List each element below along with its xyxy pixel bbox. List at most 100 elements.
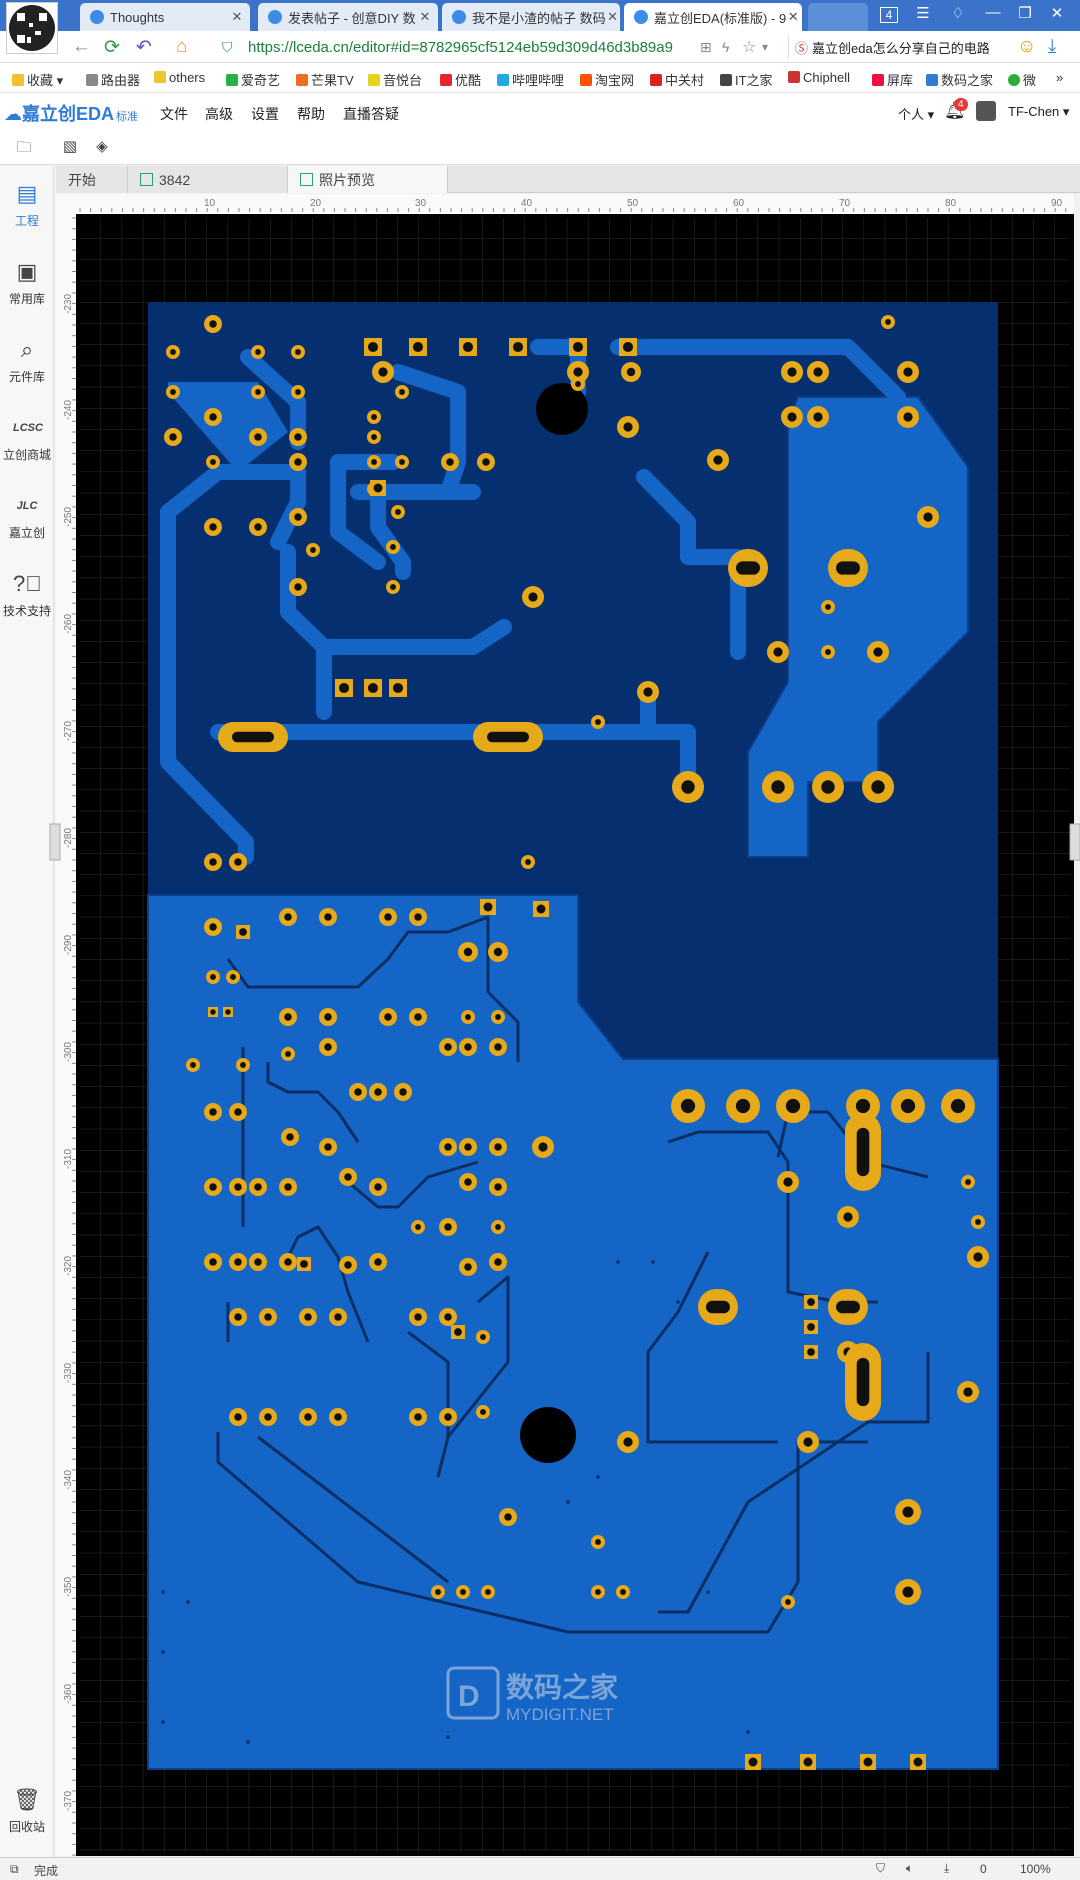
download-icon[interactable]: ⤓ — [1048, 36, 1057, 57]
tab-3842[interactable]: 3842 — [128, 166, 288, 193]
bookmark-item[interactable]: 收藏 ▾ — [12, 70, 63, 89]
image-icon[interactable]: ▧ — [62, 138, 78, 155]
layers-icon[interactable]: ◈ — [96, 138, 108, 155]
bookmark-item[interactable]: Chiphell — [788, 70, 850, 85]
bookmark-item[interactable]: 数码之家 — [926, 70, 993, 89]
folder-icon[interactable]: 🗀︎ — [16, 139, 32, 156]
pad-drill-hole — [310, 547, 316, 553]
pad-drill-hole — [528, 592, 538, 602]
bookmark-item[interactable]: 屏库 — [872, 70, 913, 89]
menu-live-qa[interactable]: 直播答疑 — [343, 106, 399, 122]
bookmark-item[interactable]: 淘宝网 — [580, 70, 634, 89]
sidebar-item-project[interactable]: ▤工程 — [14, 181, 39, 228]
pad-drill-hole — [234, 1258, 242, 1266]
sidebar-item-component-library[interactable]: ⌕元件库 — [8, 337, 45, 384]
zoom-level[interactable]: 100% — [1020, 1862, 1051, 1876]
close-icon[interactable]: ✕ — [419, 9, 431, 24]
top-ruler-label: 60 — [733, 198, 745, 209]
search-text: 嘉立创eda怎么分享自己的电路 — [812, 40, 990, 56]
menu-settings[interactable]: 设置 — [251, 106, 279, 122]
pad-drill-hole — [735, 1098, 751, 1114]
pad-drill-hole — [825, 604, 831, 610]
via — [746, 1730, 750, 1734]
menu-icon[interactable]: ☰ — [916, 5, 930, 22]
sidebar-item-support[interactable]: ?⃝技术支持 — [2, 571, 51, 618]
pad-drill-hole — [209, 1108, 217, 1116]
pcb-preview-canvas[interactable]: 10 20 30 40 50 60 70 80 90 -230 -240 -25… — [49, 194, 1080, 1856]
browser-tab-lceda[interactable]: 嘉立创EDA(标准版) - 9 ✕ — [624, 3, 802, 31]
grid-icon[interactable]: ⊞ — [700, 39, 712, 55]
menu-advanced[interactable]: 高级 — [205, 106, 233, 122]
close-icon[interactable]: ✕ — [231, 9, 243, 24]
download-status-icon[interactable]: ⤓ — [944, 1861, 950, 1875]
top-ruler-label: 40 — [521, 198, 533, 209]
bookmark-item[interactable]: 音悦台 — [368, 70, 422, 89]
sidebar-item-common-library[interactable]: ▣常用库 — [8, 259, 45, 306]
emoji-icon[interactable]: ☺ — [1017, 36, 1037, 57]
username[interactable]: TF-Chen ▾ — [1008, 104, 1070, 119]
bookmark-item[interactable]: 路由器 — [86, 70, 140, 89]
home-icon[interactable]: ⌂ — [176, 36, 188, 57]
left-panel-handle[interactable] — [49, 823, 61, 861]
pad-drill-hole — [210, 1009, 216, 1015]
bookmark-item[interactable]: 优酷 — [440, 70, 481, 89]
reload-icon[interactable]: ⟳ — [104, 37, 120, 58]
pad-drill-hole — [255, 349, 261, 355]
speaker-icon[interactable]: 🔈︎ — [906, 1861, 914, 1875]
restore-icon[interactable]: ❐ — [1018, 5, 1032, 22]
flash-icon[interactable]: ϟ — [722, 39, 730, 55]
minimize-icon[interactable]: — — [985, 4, 1001, 21]
more-bookmarks-icon[interactable]: » — [1056, 70, 1064, 85]
via — [161, 1590, 165, 1594]
undo-icon[interactable]: ↶ — [136, 37, 152, 58]
pad-slot-hole — [856, 1127, 870, 1177]
search-input[interactable]: Ⓢ 嘉立创eda怎么分享自己的电路 — [788, 35, 1013, 59]
pad-drill-hole — [863, 1757, 873, 1767]
status-text: 完成 — [34, 1864, 59, 1878]
star-icon[interactable]: ☆ — [742, 39, 757, 56]
user-menu[interactable]: 个人 ▾ — [898, 107, 935, 122]
browser-tab-user-posts[interactable]: 我不是小渣的帖子 数码 ✕ — [442, 3, 620, 31]
bookmark-item[interactable]: 芒果TV — [296, 70, 354, 89]
pad-drill-hole — [399, 389, 405, 395]
pad-drill-hole — [354, 1088, 362, 1096]
avatar[interactable] — [976, 101, 996, 121]
shirt-icon[interactable]: ♢ — [951, 5, 965, 22]
back-icon[interactable]: ← — [72, 36, 91, 57]
shield-icon[interactable]: ⛉ — [876, 1861, 886, 1875]
bookmark-item[interactable]: 哔哩哔哩 — [497, 70, 564, 89]
tab-count-badge[interactable]: 4 — [880, 7, 898, 23]
copper-trace — [168, 382, 288, 472]
chevron-down-icon[interactable]: ▾ — [762, 40, 769, 54]
bookmark-item[interactable]: others — [154, 70, 205, 85]
pad-drill-hole — [813, 367, 823, 377]
tab-start[interactable]: 开始 — [56, 166, 128, 193]
menu-file[interactable]: 文件 — [160, 106, 188, 122]
close-icon[interactable]: ✕ — [787, 9, 799, 24]
pad-drill-hole — [885, 319, 891, 325]
close-window-icon[interactable]: ✕ — [1050, 5, 1064, 22]
url-field[interactable]: https://lceda.cn/editor#id=8782965cf5124… — [248, 35, 688, 59]
pad-drill-hole — [373, 483, 383, 493]
tab-photo-preview[interactable]: 照片预览 — [288, 166, 448, 193]
pad-slot-hole — [706, 1300, 730, 1314]
new-tab-button[interactable] — [808, 3, 868, 31]
close-icon[interactable]: ✕ — [607, 9, 619, 24]
sidebar-item-recycle-bin[interactable]: 🗑︎回收站 — [8, 1787, 45, 1834]
pad-drill-hole — [234, 1183, 242, 1191]
url-text: https://lceda.cn/editor#id=8782965cf5124… — [248, 38, 673, 56]
pad-drill-hole — [975, 1219, 981, 1225]
bookmark-item[interactable]: 中关村 — [650, 70, 704, 89]
browser-tab-post[interactable]: 发表帖子 - 创意DIY 数 ✕ — [258, 3, 438, 31]
browser-tab-thoughts[interactable]: Thoughts ✕ — [80, 3, 250, 31]
bookmark-item[interactable]: IT之家 — [720, 70, 773, 89]
menu-help[interactable]: 帮助 — [297, 106, 325, 122]
pad-drill-hole — [209, 858, 217, 866]
bookmark-item[interactable]: 微 — [1008, 70, 1036, 89]
right-panel-handle[interactable] — [1069, 823, 1080, 861]
help-icon: ?⃝ — [13, 571, 42, 596]
bookmark-item[interactable]: 爱奇艺 — [226, 70, 280, 89]
tab-title: 嘉立创EDA(标准版) - 9 — [654, 10, 787, 26]
